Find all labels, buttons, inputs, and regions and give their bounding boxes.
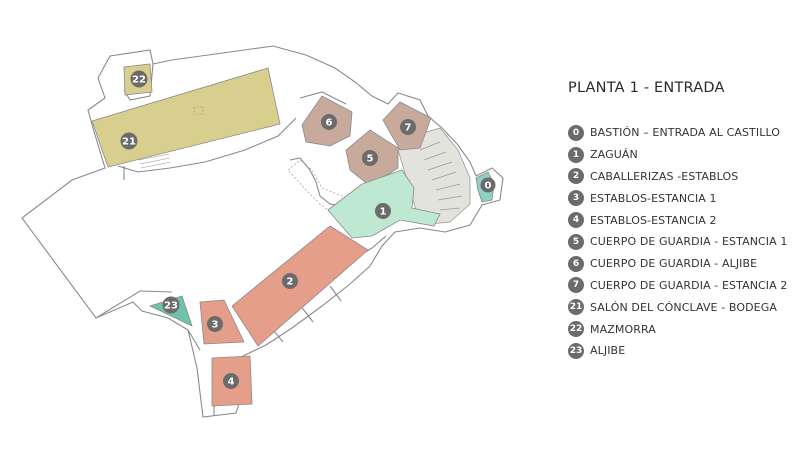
legend-label: ALJIBE (590, 344, 626, 358)
svg-text:4: 4 (228, 377, 235, 388)
legend-item: 23 ALJIBE (568, 340, 798, 362)
legend-item: 5 CUERPO DE GUARDIA - ESTANCIA 1 (568, 231, 798, 253)
legend-item: 3 ESTABLOS-ESTANCIA 1 (568, 187, 798, 209)
salon-trapdoor (193, 106, 204, 115)
legend-number-badge: 6 (568, 255, 584, 272)
legend-item: 4 ESTABLOS-ESTANCIA 2 (568, 209, 798, 231)
marker-room-23: 23 (162, 296, 180, 314)
legend-title: PLANTA 1 - ENTRADA (568, 80, 725, 96)
legend-item: 2 CABALLERIZAS -ESTABLOS (568, 166, 798, 188)
legend-label: MAZMORRA (590, 322, 656, 336)
room-caballerizas-establos (231, 225, 369, 347)
legend-label: ESTABLOS-ESTANCIA 2 (590, 213, 717, 227)
marker-room-22: 22 (130, 70, 148, 88)
marker-room-3: 3 (207, 316, 223, 332)
legend-label: ESTABLOS-ESTANCIA 1 (590, 191, 717, 205)
legend-number-badge: 2 (568, 168, 584, 185)
marker-room-4: 4 (223, 373, 239, 389)
marker-room-7: 7 (400, 119, 416, 135)
legend-label: BASTIÓN – ENTRADA AL CASTILLO (590, 126, 781, 140)
legend-number-badge: 7 (568, 277, 584, 294)
legend-number-badge: 21 (568, 299, 584, 316)
svg-text:22: 22 (132, 75, 146, 86)
legend-number-badge: 0 (568, 124, 584, 141)
stair-steps (419, 141, 463, 211)
legend-number-badge: 1 (568, 146, 584, 163)
svg-text:7: 7 (405, 123, 412, 134)
legend-label: CUERPO DE GUARDIA - ESTANCIA 2 (590, 278, 788, 292)
legend-label: SALÓN DEL CÓNCLAVE - BODEGA (590, 300, 777, 314)
legend-item: 6 CUERPO DE GUARDIA - ALJIBE (568, 253, 798, 275)
legend-label: ZAGUÁN (590, 148, 638, 162)
marker-room-21: 21 (120, 132, 138, 150)
svg-text:0: 0 (485, 181, 492, 192)
svg-text:5: 5 (367, 154, 374, 165)
marker-room-0: 0 (480, 177, 496, 193)
legend-label: CUERPO DE GUARDIA - ALJIBE (590, 257, 758, 271)
legend-number-badge: 4 (568, 212, 584, 229)
legend-item: 7 CUERPO DE GUARDIA - ESTANCIA 2 (568, 275, 798, 297)
legend-number-badge: 3 (568, 190, 584, 207)
legend-item: 22 MAZMORRA (568, 318, 798, 340)
marker-room-2: 2 (282, 273, 298, 289)
legend: PLANTA 1 - ENTRADA 0 BASTIÓN – ENTRADA A… (568, 80, 798, 362)
marker-room-6: 6 (321, 114, 337, 130)
legend-label: CABALLERIZAS -ESTABLOS (590, 169, 739, 183)
svg-text:21: 21 (122, 137, 136, 148)
marker-room-5: 5 (362, 150, 378, 166)
legend-item: 0 BASTIÓN – ENTRADA AL CASTILLO (568, 122, 798, 144)
legend-label: CUERPO DE GUARDIA - ESTANCIA 1 (590, 235, 788, 249)
legend-item: 21 SALÓN DEL CÓNCLAVE - BODEGA (568, 296, 798, 318)
svg-text:1: 1 (380, 207, 387, 218)
room-salon-del-conclave (91, 67, 281, 168)
legend-item: 1 ZAGUÁN (568, 144, 798, 166)
svg-text:23: 23 (164, 301, 178, 312)
castle-floor-plan: 0 1 2 3 4 5 6 7 (21, 45, 504, 418)
legend-list: 0 BASTIÓN – ENTRADA AL CASTILLO 1 ZAGUÁN… (568, 122, 798, 362)
svg-text:2: 2 (287, 277, 294, 288)
legend-number-badge: 23 (568, 342, 584, 359)
legend-number-badge: 22 (568, 321, 584, 338)
svg-text:3: 3 (212, 320, 219, 331)
svg-text:6: 6 (326, 118, 333, 129)
legend-number-badge: 5 (568, 233, 584, 250)
marker-room-1: 1 (375, 203, 391, 219)
